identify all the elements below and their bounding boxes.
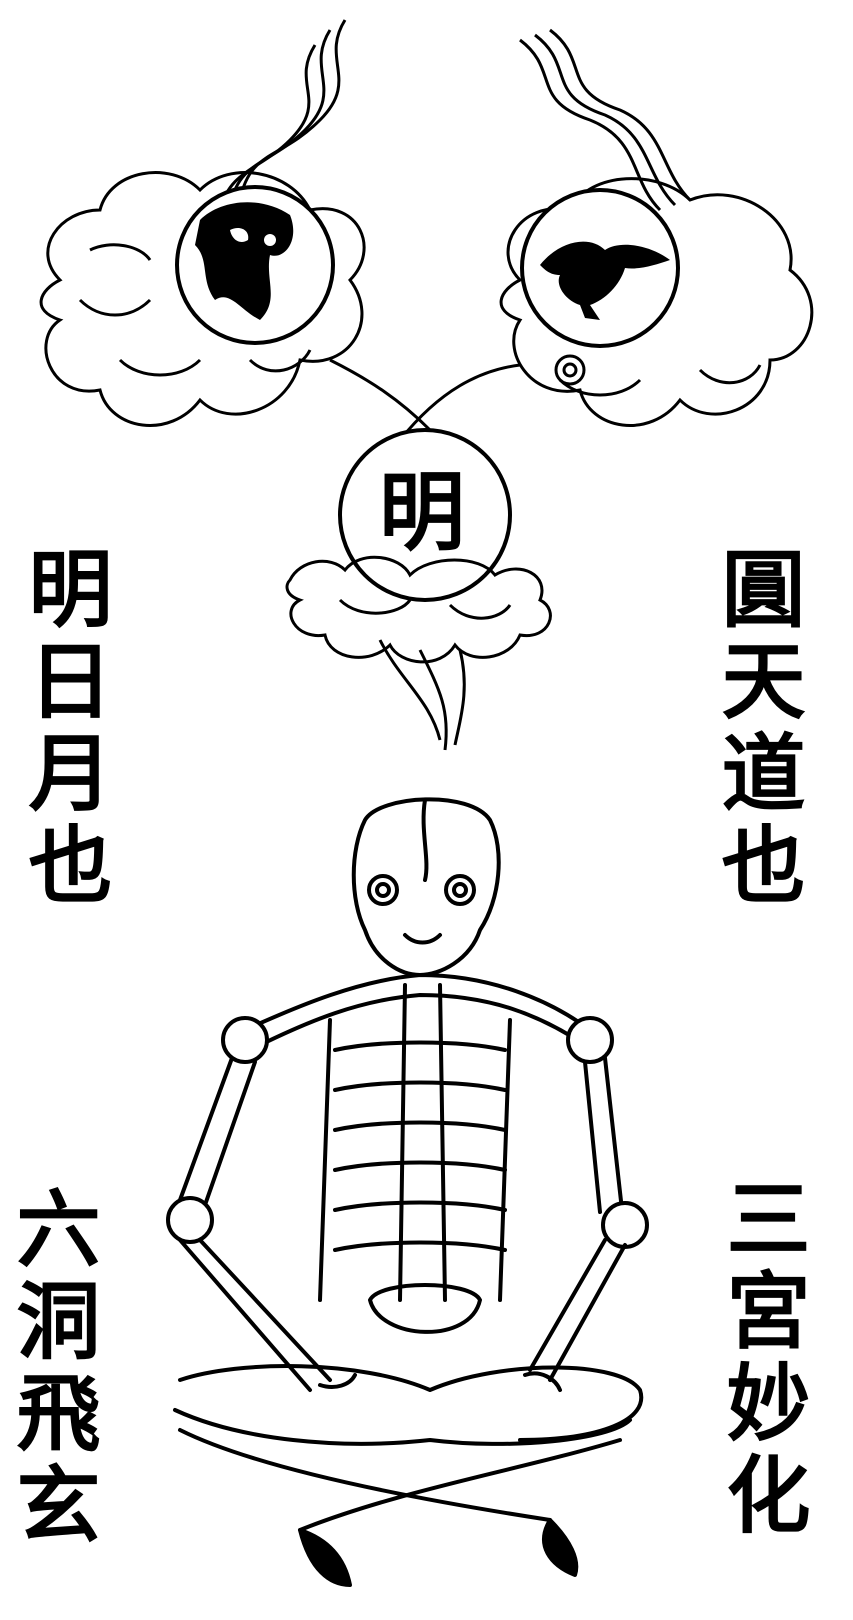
pelvis — [370, 1285, 480, 1332]
skull — [354, 799, 499, 975]
left-elbow-joint — [168, 1198, 212, 1242]
right-foot — [544, 1520, 576, 1575]
caption-top-left: 明日月也 — [22, 545, 106, 913]
right-smoke-trail — [520, 40, 660, 210]
left-shoulder-joint — [223, 1018, 267, 1062]
caption-bottom-left: 六洞飛玄 — [10, 1185, 94, 1553]
right-shoulder-joint — [568, 1018, 612, 1062]
caption-top-right: 圓天道也 — [715, 545, 799, 913]
center-orb-character: 明 — [362, 470, 482, 556]
caption-bottom-right: 三宮妙化 — [720, 1175, 804, 1543]
seated-skeleton-figure — [168, 799, 647, 1585]
left-foot — [300, 1530, 350, 1585]
right-elbow-joint — [603, 1203, 647, 1247]
